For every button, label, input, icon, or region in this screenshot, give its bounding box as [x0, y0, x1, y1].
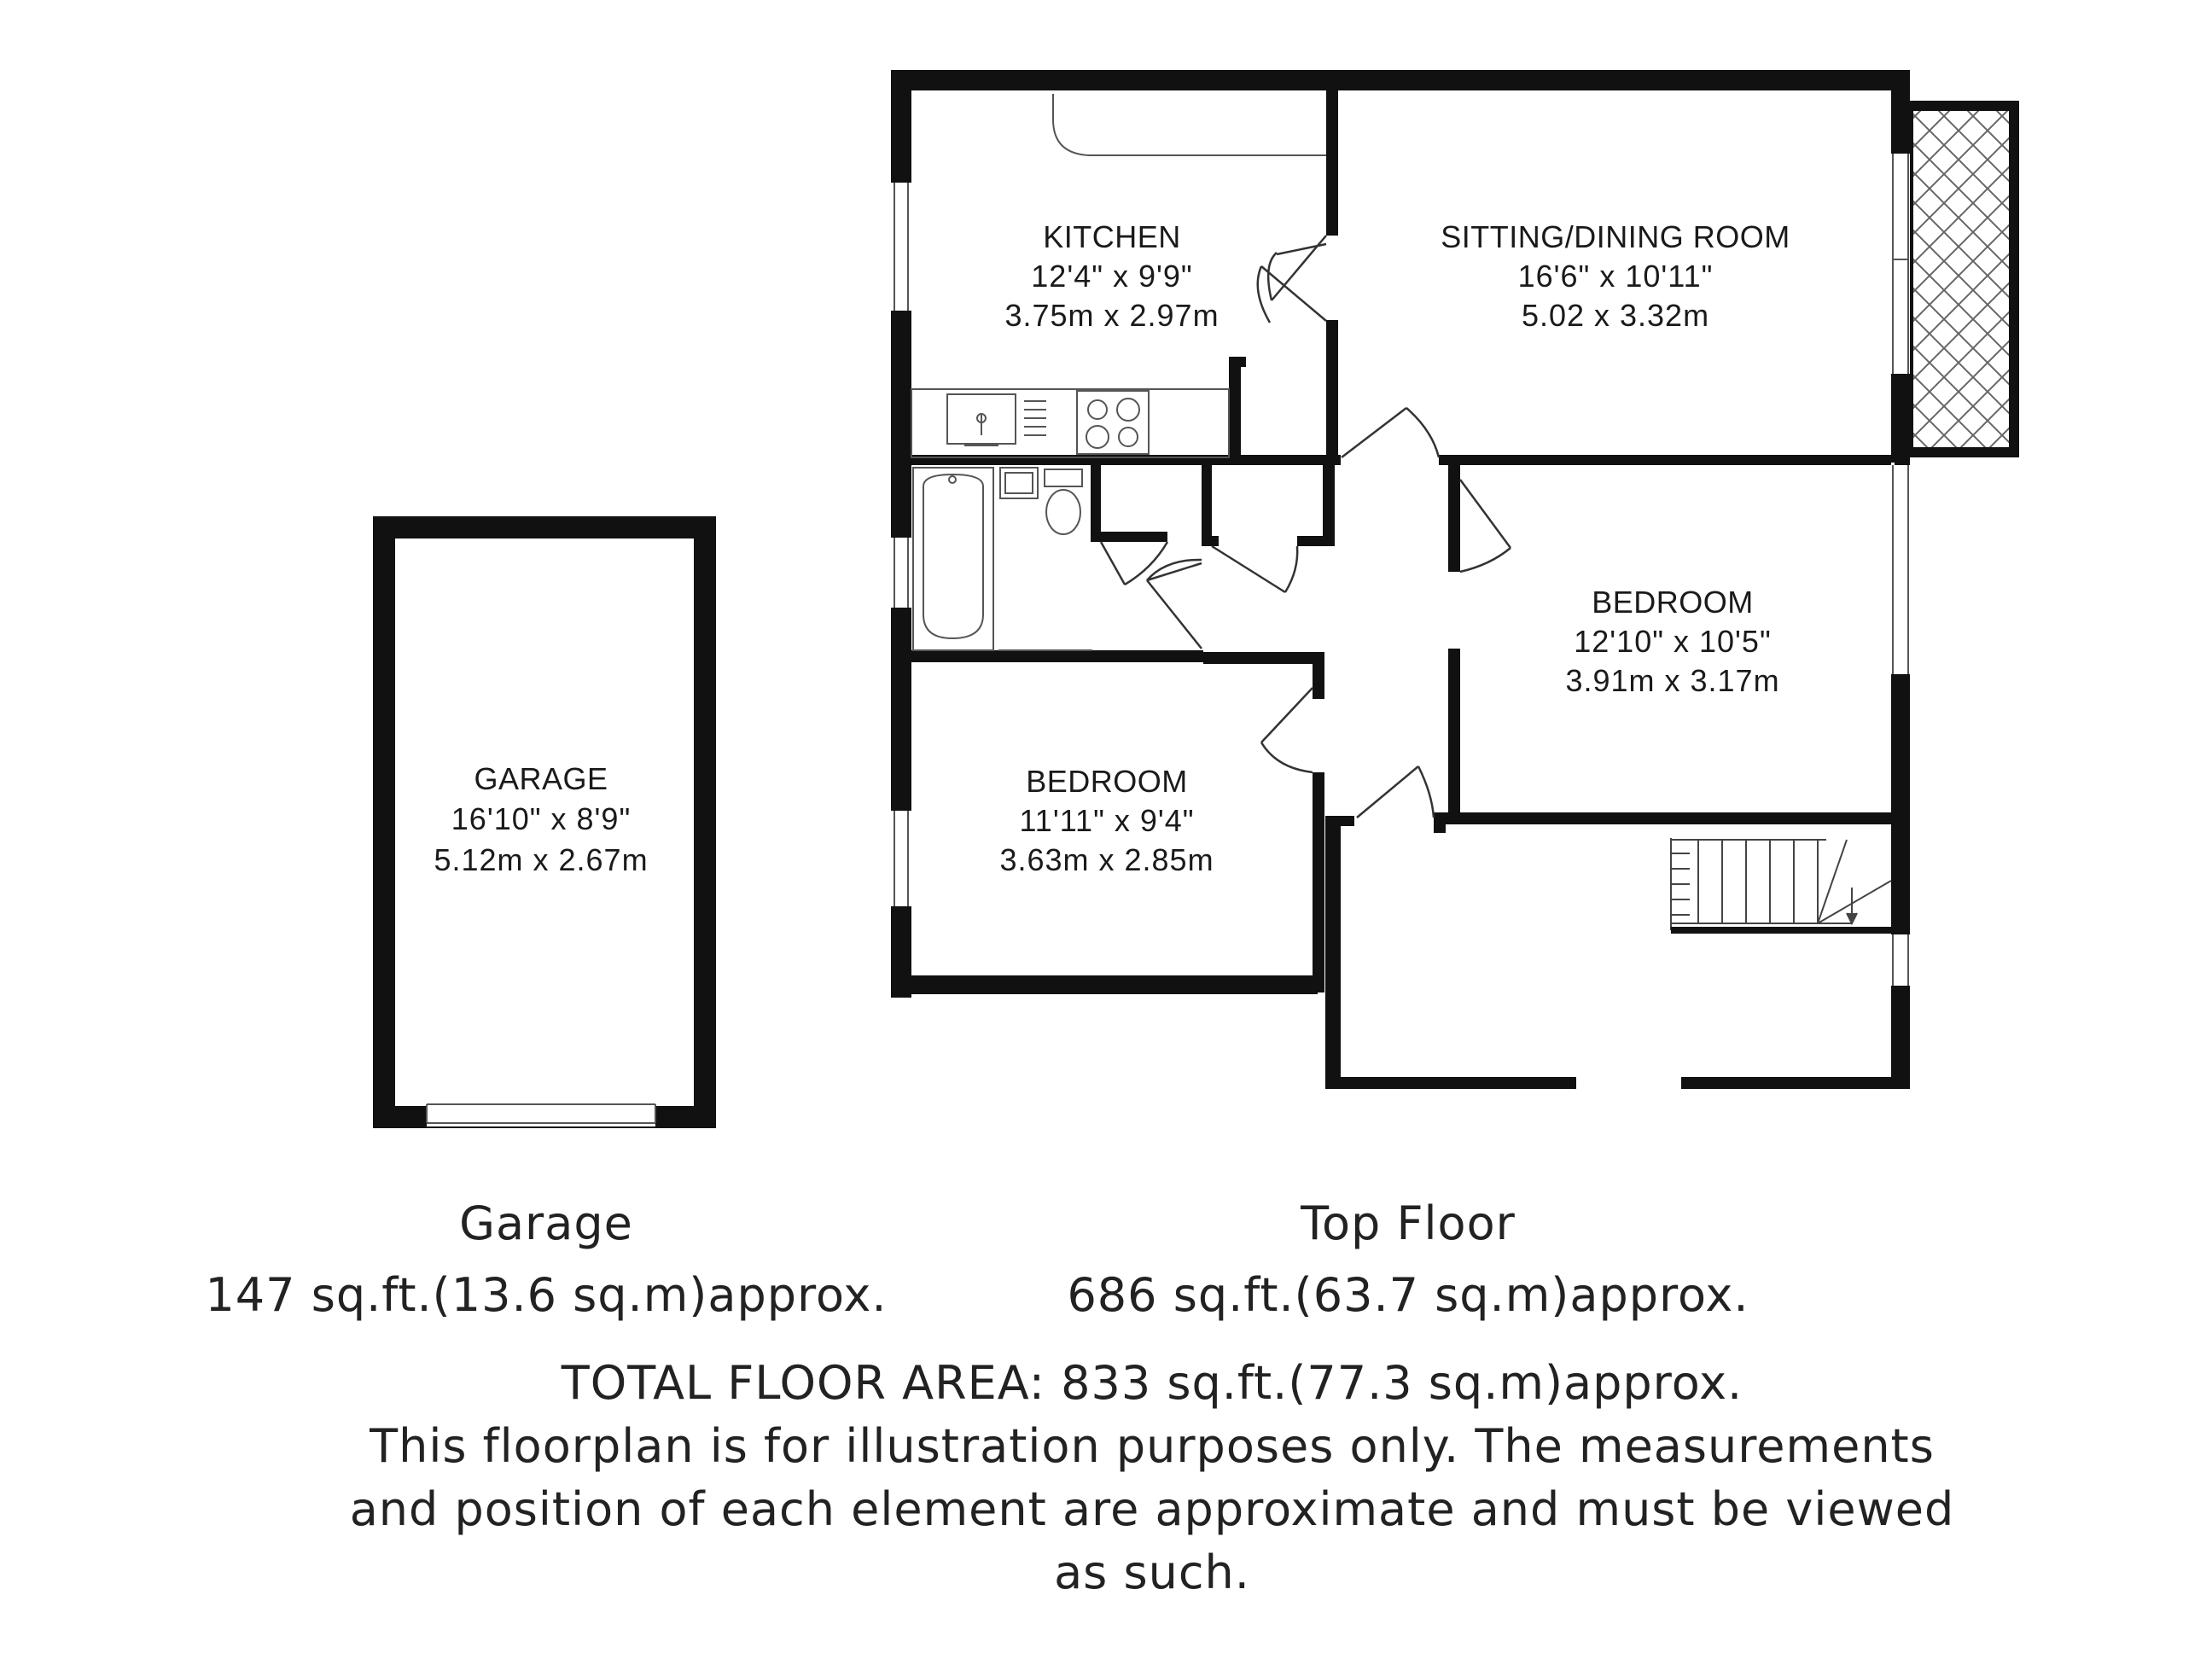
top-floor-area: 686 sq.ft.(63.7 sq.m)approx. [1067, 1268, 1749, 1322]
bedroom-left-metric: 3.63m x 2.85m [999, 842, 1214, 877]
garage-imperial: 16'10" x 8'9" [451, 801, 631, 836]
room-label-bedroom-left: BEDROOM 11'11" x 9'4" 3.63m x 2.85m [999, 764, 1214, 877]
garage-metric: 5.12m x 2.67m [434, 842, 648, 877]
sitting-metric: 5.02 x 3.32m [1522, 298, 1709, 333]
kitchen-sink [946, 393, 1016, 445]
door-kitchen [1260, 265, 1327, 322]
total-floor-area: TOTAL FLOOR AREA: 833 sq.ft.(77.3 sq.m)a… [561, 1356, 1743, 1410]
bedroom-right-metric: 3.91m x 3.17m [1565, 663, 1779, 698]
sitting-imperial: 16'6" x 10'11" [1518, 259, 1714, 294]
kitchen-metric: 3.75m x 2.97m [1004, 298, 1219, 333]
kitchen-imperial: 12'4" x 9'9" [1031, 259, 1192, 294]
sitting-name: SITTING/DINING ROOM [1441, 219, 1790, 254]
left-windows [891, 183, 911, 906]
room-label-sitting: SITTING/DINING ROOM 16'6" x 10'11" 5.02 … [1441, 219, 1790, 333]
bedroom-right-name: BEDROOM [1592, 585, 1754, 620]
garage-plan [373, 516, 716, 1128]
garage-name: GARAGE [474, 761, 608, 796]
bedroom-left-name: BEDROOM [1026, 764, 1188, 799]
garage-floor-title: Garage [459, 1196, 633, 1250]
right-bedroom-window [1891, 463, 1910, 986]
disclaimer-line-2: and position of each element are approxi… [349, 1482, 1955, 1536]
staircase [1670, 838, 1892, 934]
kitchen-fixtures [911, 94, 1326, 458]
door-bedroom-right [1458, 479, 1512, 549]
room-label-garage: GARAGE 16'10" x 8'9" 5.12m x 2.67m [434, 761, 648, 877]
kitchen-hob [1076, 390, 1150, 455]
doors [1099, 235, 1512, 818]
door-sitting [1341, 407, 1407, 458]
garage-caption: Garage 147 sq.ft.(13.6 sq.m)approx. [154, 1188, 939, 1331]
bathtub [912, 467, 994, 651]
garage-floor-area: 147 sq.ft.(13.6 sq.m)approx. [205, 1268, 888, 1322]
disclaimer-line-1: This floorplan is for illustration purpo… [370, 1419, 1935, 1473]
bedroom-left-imperial: 11'11" x 9'4" [1019, 803, 1194, 838]
bedroom-right-imperial: 12'10" x 10'5" [1574, 624, 1771, 659]
kitchen-name: KITCHEN [1043, 219, 1181, 254]
disclaimer-line-3: as such. [1054, 1545, 1250, 1599]
room-label-kitchen: KITCHEN 12'4" x 9'9" 3.75m x 2.97m [1004, 219, 1219, 333]
door-bedroom-left [1260, 687, 1313, 743]
toilet [1044, 469, 1083, 487]
bathroom-fixtures [912, 467, 1092, 651]
top-floor-caption: Top Floor 686 sq.ft.(63.7 sq.m)approx. [1007, 1188, 1809, 1331]
footer-note: TOTAL FLOOR AREA: 833 sq.ft.(77.3 sq.m)a… [256, 1352, 2048, 1604]
room-label-bedroom-right: BEDROOM 12'10" x 10'5" 3.91m x 3.17m [1565, 585, 1779, 698]
top-floor-title: Top Floor [1301, 1196, 1516, 1250]
basin [999, 467, 1039, 499]
balcony [1891, 101, 2019, 457]
